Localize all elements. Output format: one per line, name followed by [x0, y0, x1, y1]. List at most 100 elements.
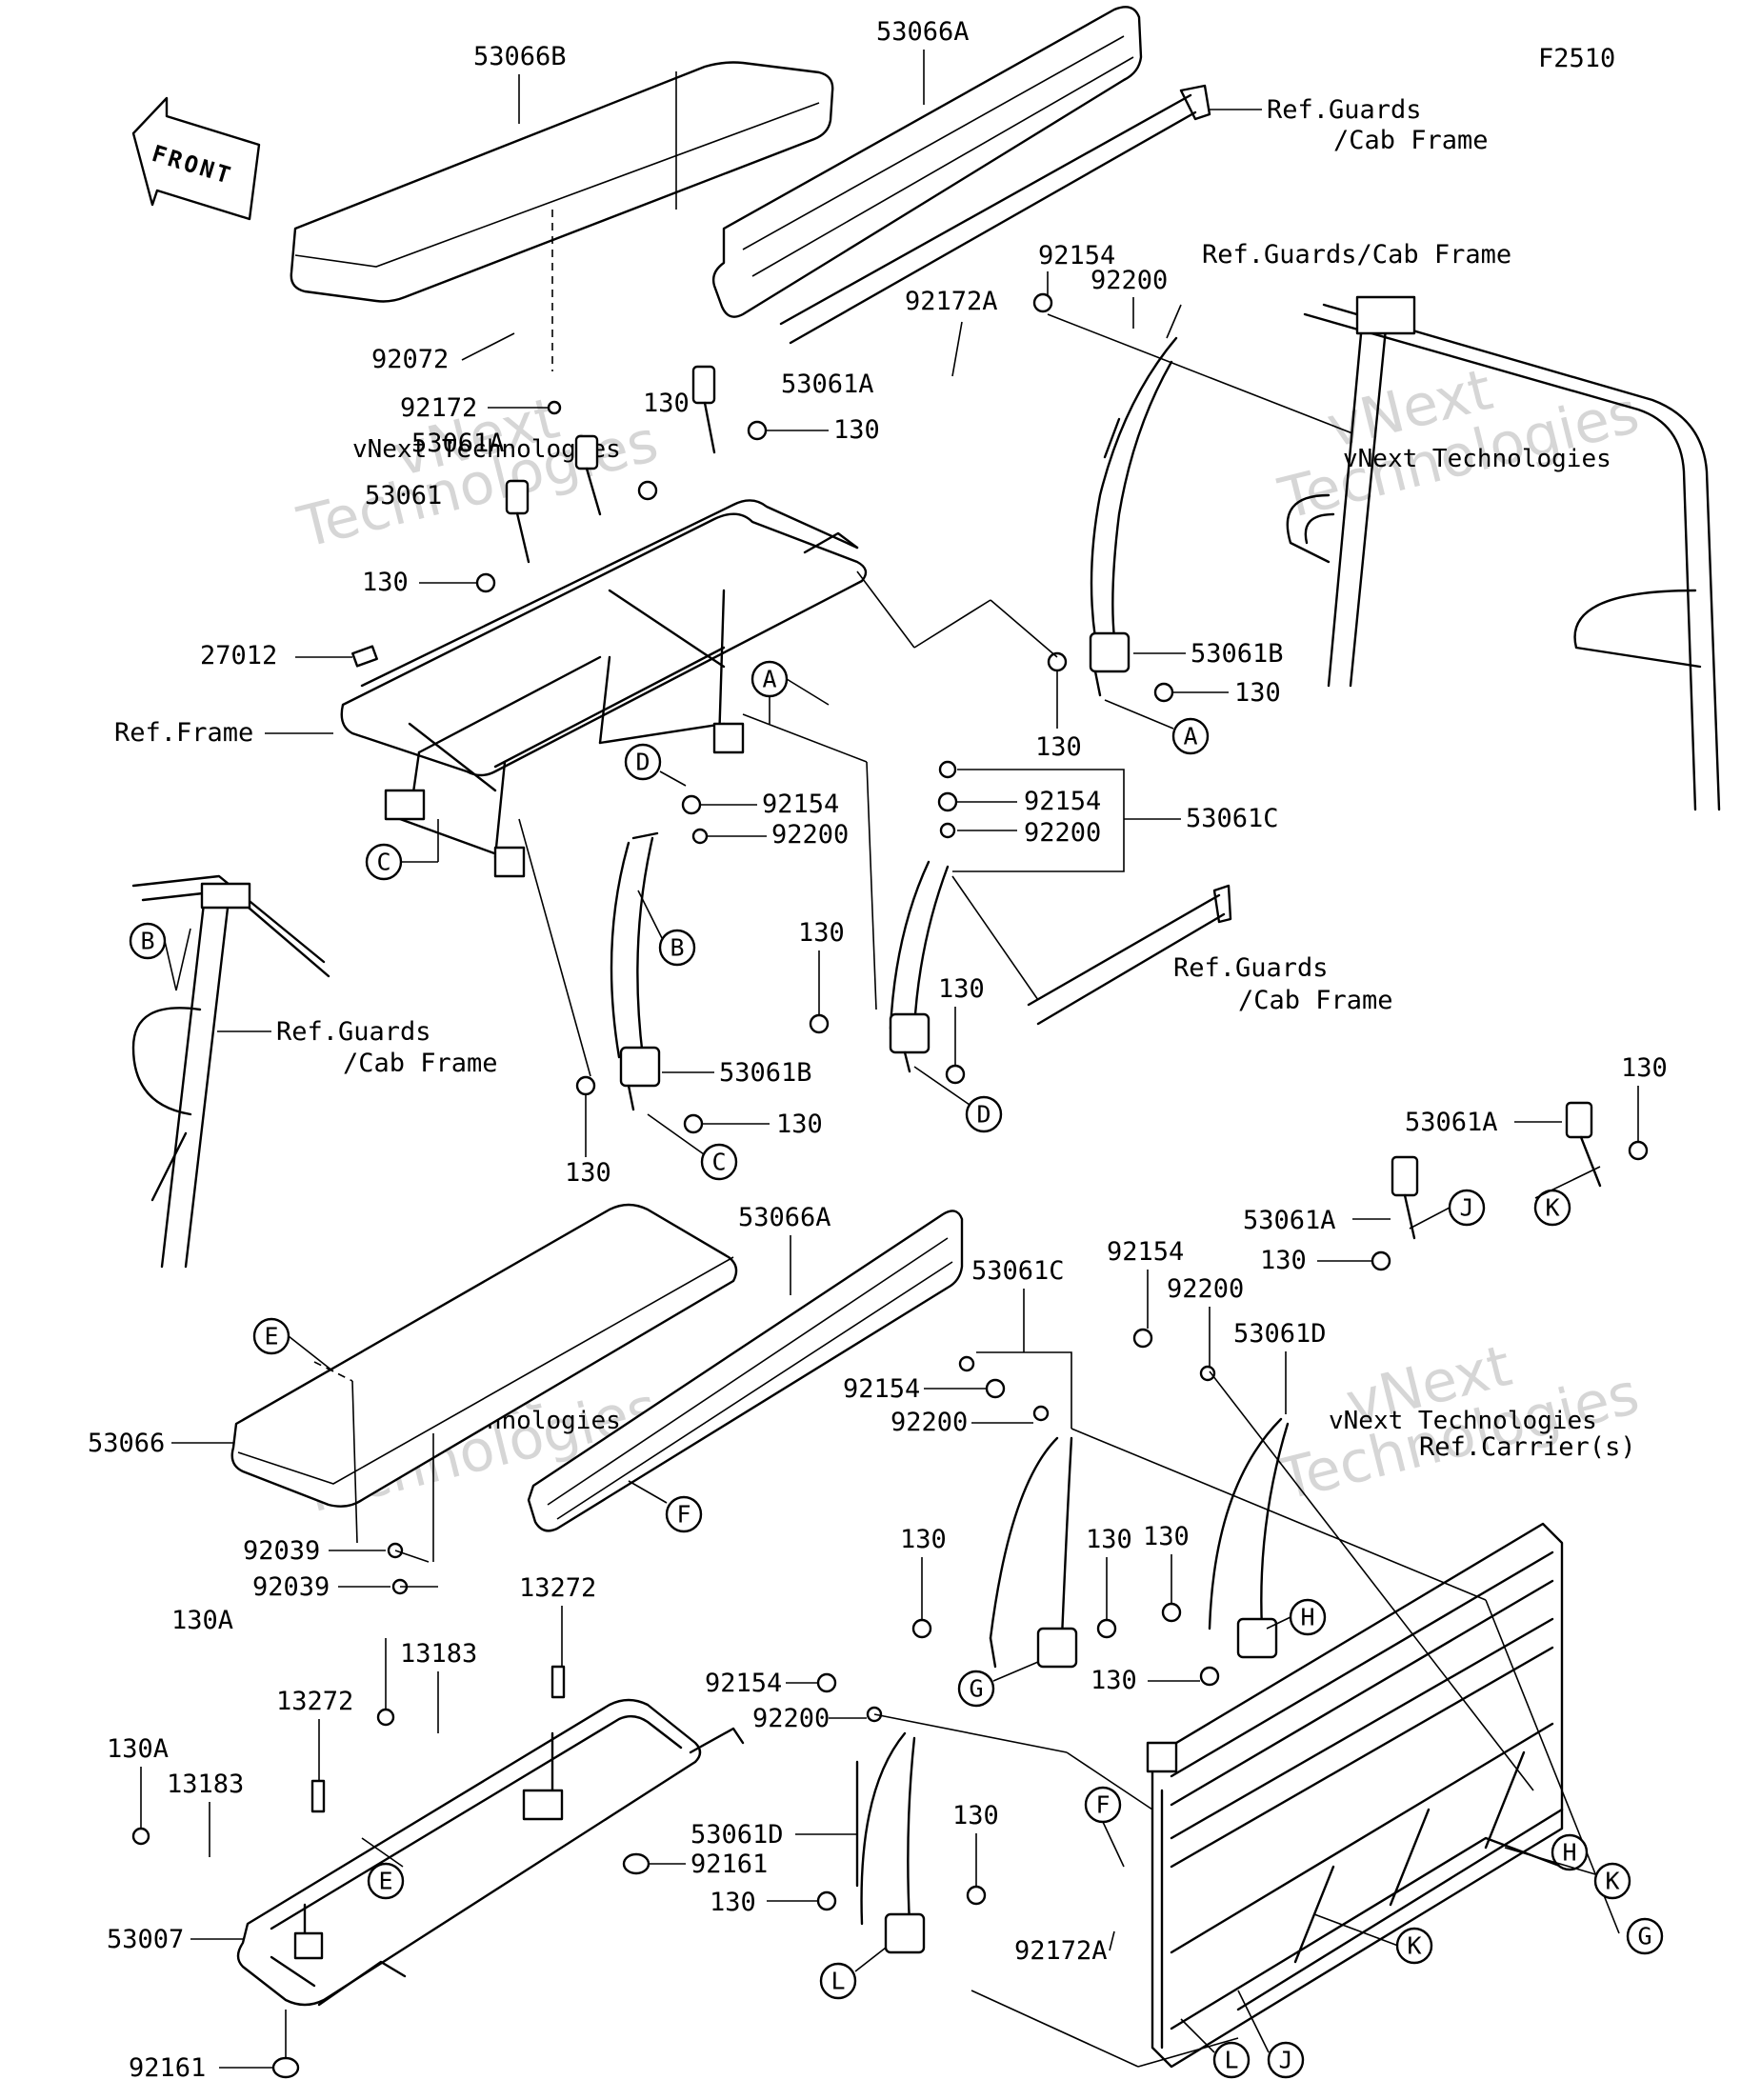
label-130A-1: 130A [171, 1606, 233, 1635]
seat-belt-53061C-top [889, 860, 950, 1073]
leader-line [951, 321, 963, 377]
bolt-icon [1628, 1140, 1649, 1161]
connection-lines [313, 304, 1620, 2068]
bolt-icon [575, 1075, 596, 1096]
label-92154-low1: 92154 [843, 1374, 920, 1404]
washer-icon [1032, 1405, 1050, 1422]
label-13183-2: 13183 [167, 1770, 244, 1799]
label-130-4: 130 [1234, 678, 1281, 708]
svg-text:J: J [1459, 1194, 1473, 1222]
svg-text:F: F [676, 1501, 690, 1529]
backrest-53066A-top [711, 6, 1143, 318]
callout-B: B [129, 922, 167, 960]
label-130-14: 130 [1143, 1522, 1190, 1551]
belt-buckle-53061A [574, 434, 602, 516]
label-92039-1: 92039 [243, 1536, 320, 1566]
label-130-7: 130 [938, 974, 985, 1004]
label-130-12: 130 [900, 1525, 947, 1554]
label-92172A-top: 92172A [905, 287, 998, 316]
leader-line [461, 332, 515, 361]
bolt-icon [985, 1378, 1006, 1399]
callout-F: F [665, 1495, 703, 1533]
label-53061: 53061 [365, 481, 442, 510]
label-130-13: 130 [1086, 1525, 1132, 1554]
bolt-icon [376, 1708, 395, 1727]
label-92072: 92072 [371, 345, 449, 374]
label-53061B-mid: 53061B [719, 1058, 812, 1088]
callout-circles: A A B B C C D D E E F F G G H H J J K K … [129, 660, 1664, 2079]
callout-E: E [367, 1862, 405, 1900]
svg-text:H: H [1562, 1839, 1576, 1867]
label-92154-mid2: 92154 [1024, 787, 1101, 816]
callout-K: K [1533, 1189, 1571, 1227]
label-53061D-2: 53061D [690, 1820, 784, 1850]
ref-guards-cab-mid2: /Cab Frame [1238, 986, 1393, 1015]
label-130-2: 130 [643, 389, 690, 418]
backrest-53066A-bottom [527, 1210, 964, 1532]
callout-L: L [819, 1962, 857, 2000]
label-92200-mid2: 92200 [1024, 818, 1101, 848]
washer-icon [691, 828, 709, 845]
label-53061A-4: 53061A [1243, 1206, 1336, 1235]
bolt-icon [1153, 682, 1174, 703]
callout-G: G [1626, 1917, 1664, 1955]
label-92172: 92172 [400, 393, 477, 423]
callout-L: L [1212, 2041, 1251, 2079]
label-13183-1: 13183 [400, 1639, 477, 1669]
label-92200-low3: 92200 [752, 1704, 830, 1733]
svg-text:D: D [976, 1101, 991, 1129]
label-130-17: 130 [710, 1888, 756, 1917]
label-92154-mid1: 92154 [762, 790, 839, 819]
svg-text:A: A [1183, 723, 1197, 750]
washer-icon [939, 822, 956, 839]
label-130-15: 130 [1091, 1666, 1137, 1695]
svg-text:J: J [1278, 2047, 1292, 2074]
bolt-icon [1096, 1618, 1117, 1639]
label-130-16: 130 [952, 1801, 999, 1830]
seat-cushion-53066B [290, 61, 834, 371]
bolt-icon [809, 1013, 830, 1034]
belt-buckle-53061A [1391, 1155, 1419, 1240]
label-53061B-top: 53061B [1191, 639, 1284, 669]
callout-C: C [700, 1143, 738, 1181]
cap-icon [938, 760, 957, 779]
watermark-small: vNext Technologies [1329, 1407, 1597, 1435]
seat-belt-53061D-left [855, 1731, 926, 1954]
svg-text:C: C [711, 1149, 726, 1176]
label-130-6: 130 [798, 918, 845, 948]
label-53007: 53007 [107, 1925, 184, 1954]
ref-guards-cab-left2: /Cab Frame [343, 1049, 498, 1078]
bracket-icon [550, 1665, 566, 1699]
ref-guards-cab-top-a2: /Cab Frame [1333, 126, 1489, 155]
svg-text:F: F [1095, 1791, 1110, 1819]
bolt-icon [816, 1672, 837, 1693]
bolt-icon [547, 400, 562, 415]
callout-J: J [1267, 2041, 1305, 2079]
bolt-icon [131, 1827, 150, 1846]
callout-K: K [1395, 1927, 1433, 1965]
svg-text:K: K [1605, 1868, 1619, 1895]
bolt-icon [937, 791, 958, 812]
label-130-3: 130 [833, 415, 880, 445]
label-130-10: 130 [1621, 1053, 1668, 1083]
bolt-icon [747, 420, 768, 441]
bolt-icon [475, 572, 496, 593]
rubber-foot-icon [622, 1852, 650, 1875]
label-92200-mid1: 92200 [771, 820, 849, 850]
svg-text:E: E [264, 1323, 278, 1350]
belt-buckle-53061A [691, 365, 716, 454]
seat-cushion-53066 [230, 1203, 738, 1508]
svg-text:E: E [378, 1868, 392, 1895]
label-92200-top: 92200 [1091, 266, 1168, 295]
label-13272-2: 13272 [276, 1687, 353, 1716]
callout-C: C [365, 843, 403, 881]
seat-belt-53061B-mid [610, 831, 661, 1111]
label-130A-2: 130A [107, 1734, 169, 1764]
bolt-icon [1371, 1250, 1391, 1271]
svg-text:B: B [140, 928, 154, 955]
label-53066: 53066 [88, 1429, 165, 1458]
svg-text:H: H [1300, 1604, 1314, 1631]
label-53061C-top: 53061C [1186, 804, 1279, 833]
belt-buckle-53061 [505, 479, 530, 564]
callout-A: A [750, 660, 789, 698]
